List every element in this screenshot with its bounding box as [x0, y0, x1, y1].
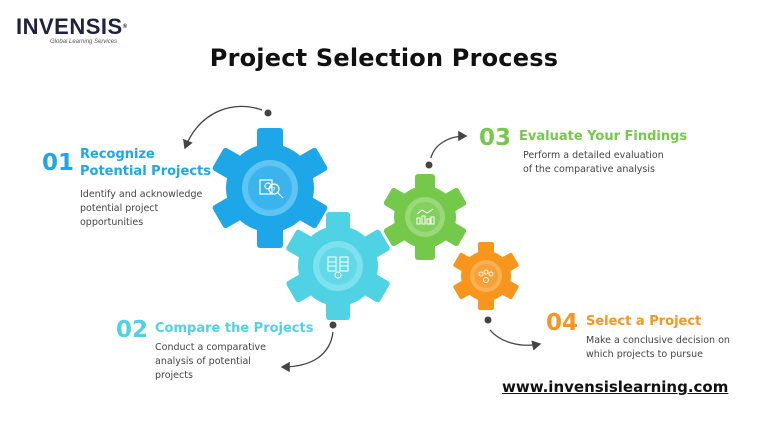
heading-line: Compare the Projects: [155, 321, 314, 336]
arrow-step2: [280, 321, 337, 373]
gear-step2: [286, 212, 390, 320]
desc-line: Make a conclusive decision on: [586, 335, 730, 346]
compare-table-icon: [327, 256, 349, 279]
arrow-step4: [484, 316, 542, 351]
registered-mark: ®: [122, 24, 128, 30]
website-link[interactable]: www.invensislearning.com: [502, 378, 729, 396]
step-2-number: 02: [116, 318, 148, 342]
heading-line: Select a Project: [586, 314, 702, 329]
step-2-description: Conduct a comparative analysis of potent…: [155, 341, 266, 383]
gear-step4: [453, 242, 519, 310]
team-selection-icon: [478, 269, 494, 283]
desc-line: Perform a detailed evaluation: [523, 150, 664, 161]
svg-text:?: ?: [273, 187, 276, 194]
invensis-logo: INVENSIS® Global Learning Services: [16, 16, 128, 46]
gear-step3: [383, 174, 467, 260]
search-person-question-icon: ?: [259, 179, 284, 199]
step-4-number: 04: [546, 311, 578, 335]
gear-step1: ?: [212, 128, 328, 248]
step-1-heading: Recognize Potential Projects: [80, 146, 211, 180]
step-3-heading: Evaluate Your Findings: [519, 128, 687, 145]
page-title: Project Selection Process: [209, 44, 559, 72]
logo-wordmark: INVENSIS®: [16, 16, 128, 38]
step-1-description: Identify and acknowledge potential proje…: [80, 188, 202, 230]
logo-text: INVENSIS: [16, 14, 123, 39]
desc-line: Conduct a comparative: [155, 342, 267, 353]
step-number: 02: [116, 317, 149, 343]
step-2-heading: Compare the Projects: [155, 320, 313, 337]
heading-line: Evaluate Your Findings: [519, 129, 688, 144]
step-1-number: 01: [42, 151, 74, 175]
step-number: 01: [42, 150, 75, 176]
step-number: 04: [546, 310, 579, 336]
desc-line: projects: [155, 370, 193, 381]
step-3-description: Perform a detailed evaluation of the com…: [523, 149, 664, 177]
desc-line: of the comparative analysis: [523, 164, 655, 175]
step-number: 03: [479, 125, 512, 151]
desc-line: which projects to pursue: [586, 349, 703, 360]
step-4-heading: Select a Project: [586, 313, 701, 330]
step-4-description: Make a conclusive decision on which proj…: [586, 334, 730, 362]
desc-line: analysis of potential: [155, 356, 251, 367]
analytics-chart-icon: [416, 208, 435, 225]
heading-line: Potential Projects: [80, 164, 211, 179]
desc-line: opportunities: [80, 217, 144, 228]
heading-line: Recognize: [80, 147, 155, 162]
desc-line: Identify and acknowledge: [80, 189, 203, 200]
arrow-step3: [425, 130, 468, 169]
arrow-step1: [183, 105, 272, 150]
step-3-number: 03: [479, 126, 511, 150]
desc-line: potential project: [80, 203, 159, 214]
logo-tagline: Global Learning Services: [50, 39, 118, 45]
